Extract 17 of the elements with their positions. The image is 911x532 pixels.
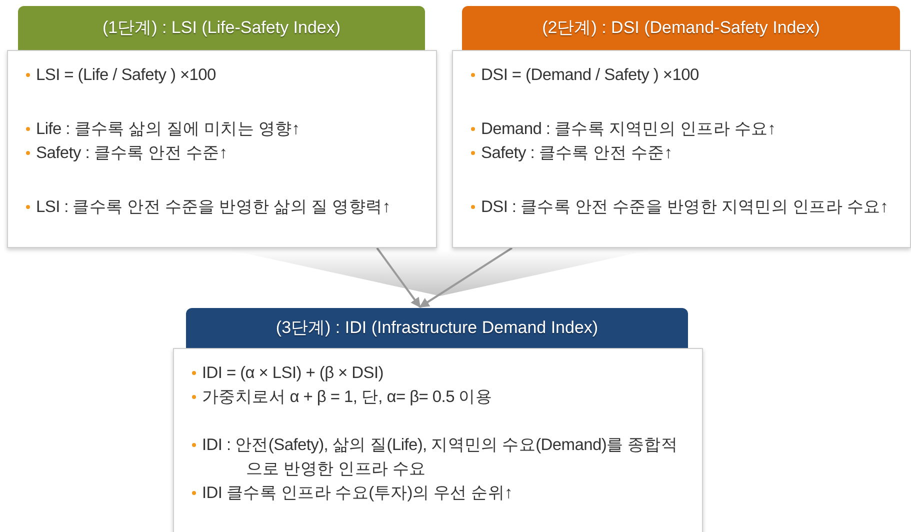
bullet-text: DSI : 클수록 안전 수준을 반영한 지역민의 인프라 수요↑ bbox=[471, 195, 900, 219]
bullet-text: DSI = (Demand / Safety ) ×100 bbox=[471, 63, 900, 87]
bullet-text: Demand : 클수록 지역민의 인프라 수요↑ bbox=[471, 117, 900, 141]
arrow bbox=[376, 247, 421, 308]
bullet-text: IDI : 안전(Safety), 삶의 질(Life), 지역민의 수요(Demand)를 종합적으로 반영한 인프라 수요 bbox=[192, 433, 692, 481]
header-tab: (2단계) : DSI (Demand-Safety Index) bbox=[462, 6, 900, 50]
bullet-text: 가중치로서 α + β = 1, 단, α= β= 0.5 이용 bbox=[192, 385, 692, 409]
bullet-text: IDI 클수록 인프라 수요(투자)의 우선 순위↑ bbox=[192, 481, 692, 505]
bullet-text: Life : 클수록 삶의 질에 미치는 영향↑ bbox=[26, 117, 426, 141]
header-tab: (3단계) : IDI (Infrastructure Demand Index) bbox=[186, 308, 688, 348]
bullet-text: IDI = (α × LSI) + (β × DSI) bbox=[192, 361, 692, 385]
bullet-text: Safety : 클수록 안전 수준↑ bbox=[26, 141, 426, 165]
bullet-text: Safety : 클수록 안전 수준↑ bbox=[471, 141, 900, 165]
header-tab: (1단계) : LSI (Life-Safety Index) bbox=[18, 6, 425, 50]
arrow bbox=[419, 247, 513, 308]
bullet-text: LSI : 클수록 안전 수준을 반영한 삶의 질 영향력↑ bbox=[26, 195, 426, 219]
bullet-text: LSI = (Life / Safety ) ×100 bbox=[26, 63, 426, 87]
